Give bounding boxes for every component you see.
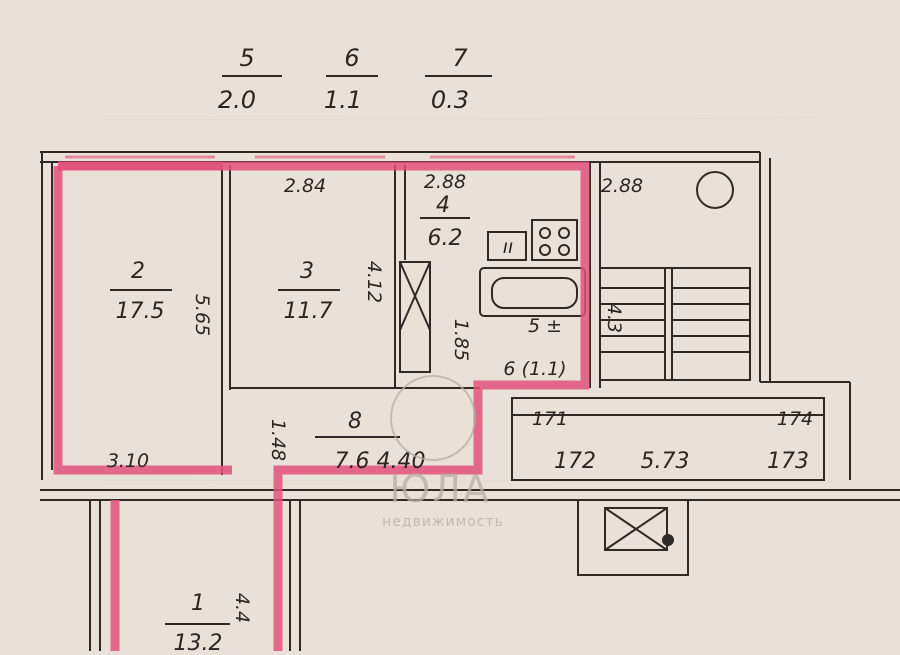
- room-2-length: 5.65: [191, 294, 213, 336]
- room-3-length: 4.12: [363, 261, 385, 303]
- room-3-area: 11.7: [284, 299, 333, 324]
- apt-171: 171: [532, 408, 568, 430]
- room-4-area: 6.2: [428, 226, 463, 251]
- room-5-label: 5 ±: [528, 315, 562, 337]
- room-8-number: 8: [348, 409, 362, 434]
- room-4-width: 2.88: [424, 171, 466, 193]
- room-8-width: 1.48: [267, 419, 289, 461]
- fraction-5-area: 2.0: [218, 86, 256, 114]
- building-walls: [40, 151, 900, 651]
- boiler-icon: [696, 171, 734, 209]
- room-3-number: 3: [300, 259, 314, 284]
- room-1-number: 1: [191, 591, 205, 616]
- stove-mark: ıı: [503, 236, 514, 258]
- header-fraction-6: 6 1.1: [324, 44, 378, 114]
- apartment-highlight: [53, 161, 590, 651]
- apt-174: 174: [777, 408, 813, 430]
- watermark: ЮЛА недвижимость: [382, 375, 504, 530]
- fraction-7-room: 7: [452, 44, 468, 72]
- watermark-subtitle: недвижимость: [382, 514, 504, 530]
- landing-width: 2.88: [601, 175, 643, 197]
- corridor-length: 5.73: [641, 449, 690, 474]
- fraction-7-area: 0.3: [431, 86, 469, 114]
- room-4-number: 4: [436, 193, 450, 218]
- fraction-6-area: 1.1: [324, 86, 362, 114]
- chute: [577, 499, 689, 576]
- room-6-label: 6 (1.1): [503, 358, 566, 380]
- paper-grain: [0, 117, 900, 483]
- sink-icon: [487, 231, 527, 261]
- toilet-icon: [399, 261, 431, 373]
- header-fraction-7: 7 0.3: [425, 44, 492, 114]
- stairwell: [599, 267, 751, 381]
- watermark-brand: ЮЛА: [389, 467, 491, 511]
- stove-icon: [531, 219, 578, 261]
- room-2-width: 3.10: [107, 450, 149, 472]
- fraction-6-room: 6: [344, 44, 359, 72]
- room-5-area: 4.3: [603, 303, 625, 333]
- dim-185: 1.85: [450, 319, 472, 361]
- room-3-width: 2.84: [284, 175, 326, 197]
- room-2-area: 17.5: [116, 299, 165, 324]
- room-1-length: 4.4: [231, 593, 253, 623]
- header-fraction-5: 5 2.0: [218, 44, 282, 114]
- fraction-5-room: 5: [239, 44, 254, 72]
- apt-173: 173: [767, 449, 809, 474]
- apt-172: 172: [554, 449, 596, 474]
- bathtub-icon: [479, 267, 586, 317]
- room-2-number: 2: [131, 259, 145, 284]
- room-1-area: 13.2: [174, 631, 223, 651]
